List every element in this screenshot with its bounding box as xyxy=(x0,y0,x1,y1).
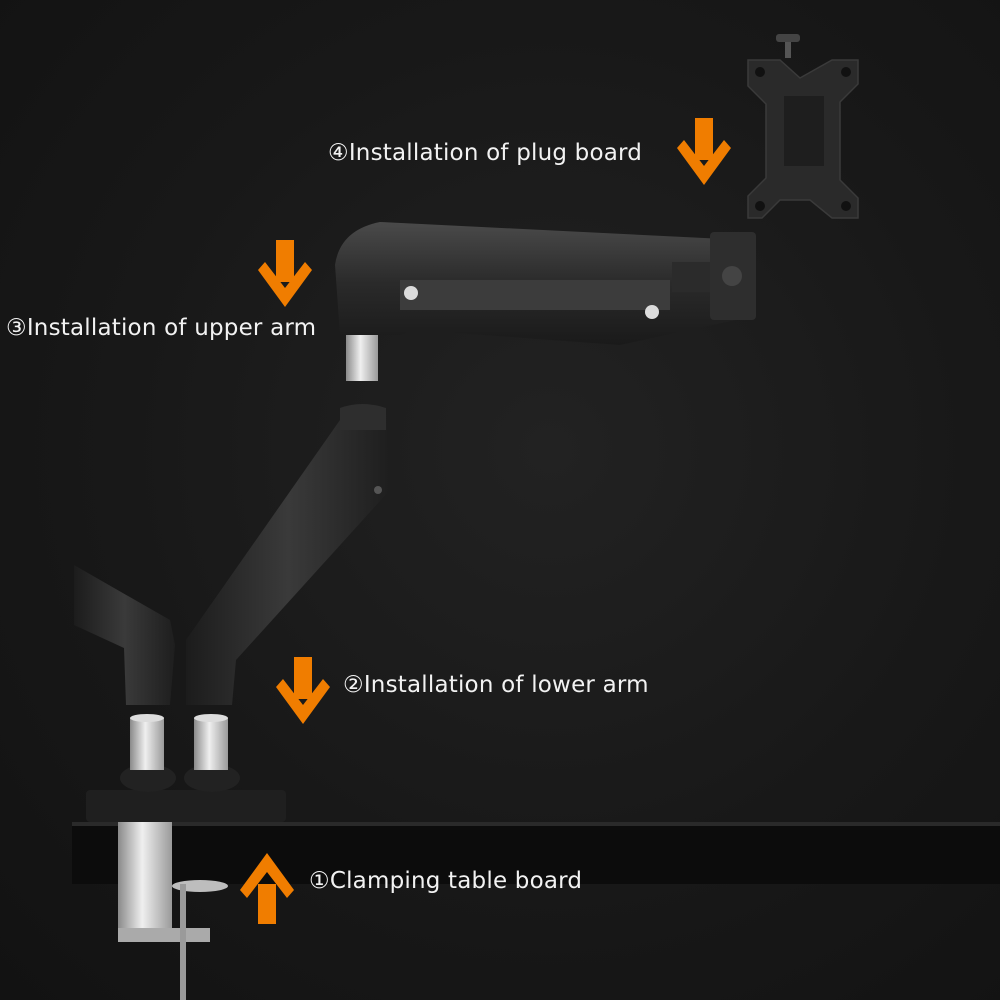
step-1-label: ①Clamping table board xyxy=(309,868,583,894)
step-3-label: ③Installation of upper arm xyxy=(6,315,317,341)
arrow-down-icon xyxy=(258,240,312,307)
table-board xyxy=(72,822,1000,884)
table-clamp xyxy=(118,812,228,1000)
second-arm xyxy=(74,565,175,705)
lower-arm xyxy=(186,404,390,705)
step-2-label: ②Installation of lower arm xyxy=(343,672,649,698)
step-4-label: ④Installation of plug board xyxy=(328,140,643,166)
upper-arm-pole xyxy=(346,335,378,381)
arrow-up-icon xyxy=(240,853,294,924)
arrow-down-icon xyxy=(677,118,731,185)
arrow-down-icon xyxy=(276,657,330,724)
clamp-base xyxy=(86,714,286,822)
upper-arm xyxy=(335,222,756,345)
vesa-plug-board xyxy=(747,34,859,219)
